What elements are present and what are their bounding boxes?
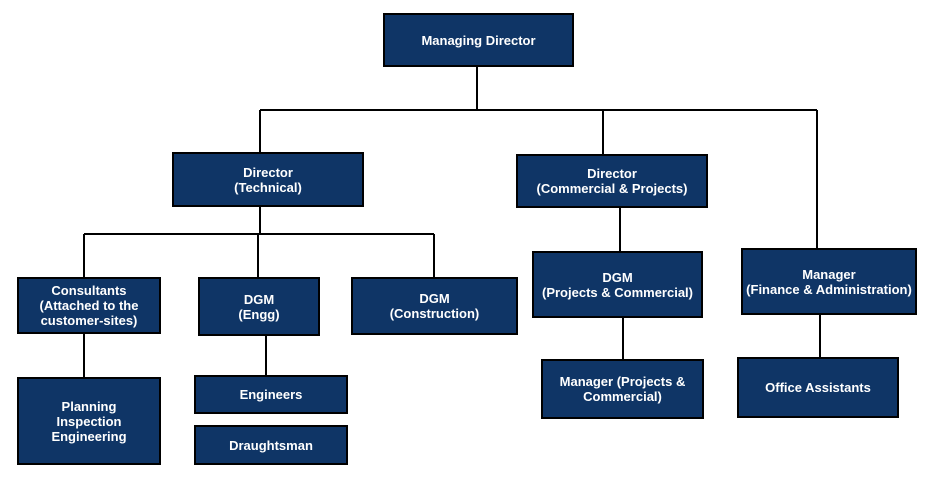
draughtsman-box: Draughtsman — [194, 425, 348, 465]
director-technical-label: Director (Technical) — [234, 164, 302, 195]
connector-dir-tech — [83, 206, 435, 278]
dgm-projects-label: DGM (Projects & Commercial) — [542, 269, 693, 300]
planning-box: Planning Inspection Engineering — [17, 377, 161, 465]
dgm-construction-label: DGM (Construction) — [389, 291, 480, 321]
consultants-box: Consultants (Attached to the customer-si… — [17, 277, 161, 334]
engineers-box: Engineers — [194, 375, 348, 414]
connector-md — [259, 66, 818, 250]
dgm-engg-box: DGM (Engg) — [198, 277, 320, 336]
manager-projects-label: Manager (Projects & Commercial) — [559, 374, 686, 404]
draughtsman-label: Draughtsman — [229, 437, 313, 453]
director-commercial-label: Director (Commercial & Projects) — [536, 166, 688, 196]
dgm-projects-box: DGM (Projects & Commercial) — [532, 251, 703, 318]
consultants-label: Consultants (Attached to the customer-si… — [39, 283, 139, 328]
office-assistants-label: Office Assistants — [765, 380, 871, 395]
planning-label: Planning Inspection Engineering — [51, 398, 127, 444]
managing-director-label: Managing Director — [421, 32, 536, 48]
dgm-construction-box: DGM (Construction) — [351, 277, 518, 335]
dgm-engg-label: DGM (Engg) — [238, 291, 280, 322]
office-assistants-box: Office Assistants — [737, 357, 899, 418]
director-technical-box: Director (Technical) — [172, 152, 364, 207]
engineers-label: Engineers — [239, 387, 303, 402]
manager-projects-box: Manager (Projects & Commercial) — [541, 359, 704, 419]
manager-finance-box: Manager (Finance & Administration) — [741, 248, 917, 315]
director-commercial-box: Director (Commercial & Projects) — [516, 154, 708, 208]
manager-finance-label: Manager (Finance & Administration) — [746, 266, 912, 297]
managing-director-box: Managing Director — [383, 13, 574, 67]
